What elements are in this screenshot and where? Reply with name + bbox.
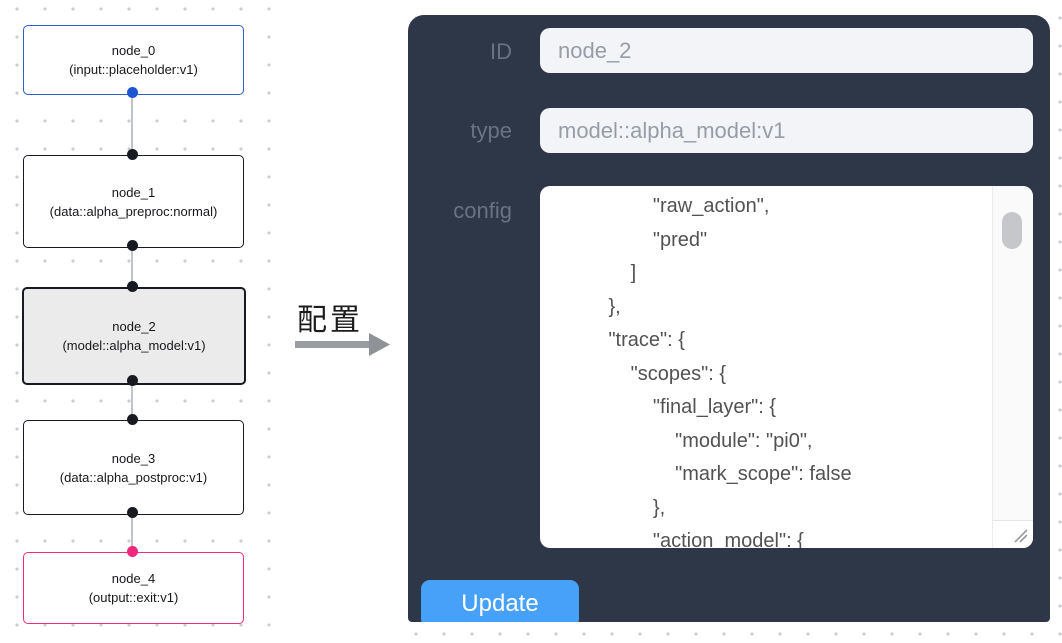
edge-node0-node1	[131, 93, 133, 155]
type-input[interactable]: model::alpha_model:v1	[540, 108, 1033, 153]
config-panel: ID node_2 type model::alpha_model:v1 con…	[408, 15, 1050, 622]
node-title: node_0	[111, 43, 156, 58]
node-type: (model::alpha_model:v1)	[62, 338, 206, 353]
port-node1-in[interactable]	[127, 149, 138, 160]
config-scrollbar-track[interactable]	[992, 186, 1033, 548]
node-title: node_1	[111, 184, 156, 200]
scrollbar-thumb[interactable]	[1002, 212, 1022, 249]
node-type: (output::exit:v1)	[88, 590, 179, 605]
port-node0-out[interactable]	[127, 87, 138, 98]
type-input-value: model::alpha_model:v1	[558, 117, 786, 143]
flow-canvas[interactable]: node_0 (input::placeholder:v1) node_1 (d…	[0, 0, 288, 643]
port-node2-in[interactable]	[127, 281, 138, 292]
node-title: node_2	[112, 319, 156, 334]
id-field-label: ID	[490, 39, 512, 64]
arrow-right-icon	[295, 332, 391, 361]
edge-node2-node3	[131, 381, 133, 420]
port-node3-out[interactable]	[127, 507, 138, 518]
flow-node-node_2-selected[interactable]: node_2 (model::alpha_model:v1)	[22, 287, 246, 385]
node-title: node_4	[111, 571, 156, 586]
port-node1-out[interactable]	[127, 240, 138, 251]
config-textarea[interactable]: "raw_action", "pred" ] }, "trace": { "sc…	[540, 186, 1033, 548]
update-button-label: Update	[461, 590, 539, 617]
flow-node-node_3[interactable]: node_3 (data::alpha_postproc:v1)	[23, 420, 244, 515]
edge-node1-node2	[131, 246, 133, 287]
config-json-text: "raw_action", "pred" ] }, "trace": { "sc…	[608, 195, 852, 548]
type-field-label: type	[470, 118, 512, 143]
config-annotation-label: 配置	[297, 304, 363, 337]
textarea-resize-corner[interactable]	[993, 520, 1033, 548]
node-title: node_3	[111, 450, 156, 466]
node-type: (input::placeholder:v1)	[69, 62, 198, 77]
port-node4-in[interactable]	[127, 546, 138, 557]
port-node2-out[interactable]	[127, 375, 138, 386]
id-input[interactable]: node_2	[540, 28, 1033, 73]
config-field-label: config	[453, 198, 512, 223]
flow-node-node_1[interactable]: node_1 (data::alpha_preproc:normal)	[23, 155, 244, 248]
flow-node-node_4[interactable]: node_4 (output::exit:v1)	[23, 552, 244, 624]
update-button[interactable]: Update	[421, 580, 579, 622]
resize-handle-icon	[1014, 529, 1028, 543]
node-type: (data::alpha_postproc:v1)	[59, 469, 208, 485]
node-type: (data::alpha_preproc:normal)	[49, 203, 218, 219]
port-node3-in[interactable]	[127, 414, 138, 425]
id-input-value: node_2	[558, 37, 632, 63]
edge-node3-node4	[131, 513, 133, 552]
flow-node-node_0[interactable]: node_0 (input::placeholder:v1)	[23, 25, 244, 95]
